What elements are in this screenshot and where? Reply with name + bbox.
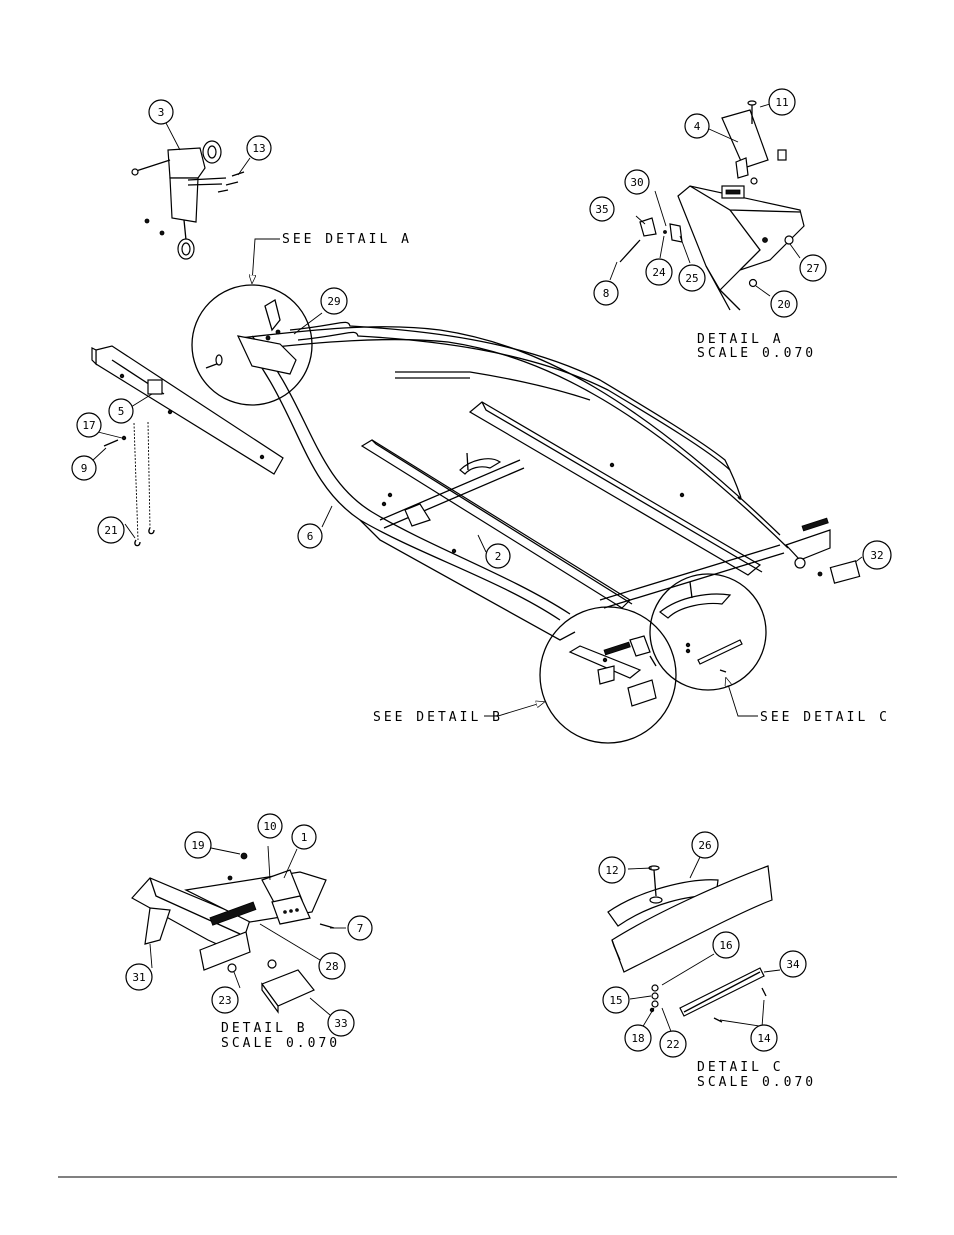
detail-a-view — [619, 100, 805, 311]
callout-27: 27 — [799, 254, 827, 282]
detail-b-circle — [539, 606, 677, 744]
callout-17: 17 — [76, 412, 102, 438]
svg-text:13: 13 — [252, 142, 265, 155]
callout-35: 35 — [589, 196, 615, 222]
callout-25: 25 — [678, 264, 706, 292]
svg-text:4: 4 — [694, 120, 701, 133]
callout-9: 9 — [71, 455, 97, 481]
callout-19: 19 — [184, 831, 212, 859]
svg-text:11: 11 — [775, 96, 788, 109]
callout-24: 24 — [645, 258, 673, 286]
svg-text:22: 22 — [666, 1038, 679, 1051]
callout-22: 22 — [659, 1030, 687, 1058]
svg-text:33: 33 — [334, 1017, 347, 1030]
callout-1: 1 — [291, 824, 317, 850]
svg-text:23: 23 — [218, 994, 231, 1007]
svg-text:16: 16 — [719, 939, 732, 952]
svg-text:14: 14 — [757, 1032, 771, 1045]
detail-c-scale: SCALE 0.070 — [697, 1075, 816, 1090]
callout-21: 21 — [97, 516, 125, 544]
callout-31: 31 — [125, 963, 153, 991]
callout-23: 23 — [211, 986, 239, 1014]
svg-text:24: 24 — [652, 266, 666, 279]
svg-text:17: 17 — [82, 419, 95, 432]
svg-text:26: 26 — [698, 839, 711, 852]
see-detail-b-pointer: SEE DETAIL B — [373, 702, 544, 725]
svg-text:34: 34 — [786, 958, 800, 971]
see-detail-a-label: SEE DETAIL A — [282, 232, 412, 247]
callout-3: 3 — [148, 99, 174, 125]
detail-c-circle — [649, 573, 767, 691]
callout-29: 29 — [320, 287, 348, 315]
callout-2: 2 — [485, 543, 511, 569]
detail-b-title: DETAIL B — [221, 1021, 308, 1036]
trailer-frame — [91, 321, 831, 641]
callout-4: 4 — [684, 113, 710, 139]
callout-26: 26 — [691, 831, 719, 859]
detail-a-title: DETAIL A — [697, 332, 784, 347]
see-detail-b-label: SEE DETAIL B — [373, 710, 503, 725]
callout-20: 20 — [770, 290, 798, 318]
see-detail-c-pointer: SEE DETAIL C — [726, 678, 890, 725]
see-detail-c-label: SEE DETAIL C — [760, 710, 890, 725]
detail-a-circle — [191, 284, 313, 406]
svg-text:27: 27 — [806, 262, 819, 275]
svg-text:21: 21 — [104, 524, 117, 537]
svg-text:29: 29 — [327, 295, 340, 308]
callout-32: 32 — [862, 540, 892, 570]
callout-14: 14 — [750, 1024, 778, 1052]
callout-10: 10 — [257, 813, 283, 839]
callout-5: 5 — [108, 398, 134, 424]
detail-c-title: DETAIL C — [697, 1060, 784, 1075]
winch-assembly — [131, 140, 245, 260]
callout-12: 12 — [598, 856, 626, 884]
callout-34: 34 — [779, 950, 807, 978]
svg-text:20: 20 — [777, 298, 790, 311]
callout-28: 28 — [318, 952, 346, 980]
callout-18: 18 — [624, 1024, 652, 1052]
svg-text:2: 2 — [495, 550, 502, 563]
svg-text:15: 15 — [609, 994, 622, 1007]
svg-text:6: 6 — [307, 530, 314, 543]
callout-7: 7 — [347, 915, 373, 941]
see-detail-a-pointer: SEE DETAIL A — [252, 232, 412, 283]
callout-6: 6 — [297, 523, 323, 549]
callout-33: 33 — [327, 1009, 355, 1037]
svg-text:7: 7 — [357, 922, 364, 935]
svg-text:12: 12 — [605, 864, 618, 877]
svg-text:9: 9 — [81, 462, 88, 475]
detail-b-scale: SCALE 0.070 — [221, 1036, 340, 1051]
callout-15: 15 — [602, 986, 630, 1014]
svg-text:25: 25 — [685, 272, 698, 285]
svg-text:35: 35 — [595, 203, 608, 216]
svg-text:1: 1 — [301, 831, 308, 844]
svg-text:28: 28 — [325, 960, 338, 973]
svg-text:10: 10 — [263, 820, 276, 833]
callout-11: 11 — [768, 88, 796, 116]
svg-text:30: 30 — [630, 176, 643, 189]
svg-text:5: 5 — [118, 405, 125, 418]
detail-b-view — [131, 852, 335, 1014]
callout-16: 16 — [712, 931, 740, 959]
svg-text:19: 19 — [191, 839, 204, 852]
svg-text:32: 32 — [870, 549, 883, 562]
detail-c-view — [607, 865, 773, 1023]
callout-30: 30 — [624, 169, 650, 195]
svg-text:31: 31 — [132, 971, 145, 984]
svg-text:18: 18 — [631, 1032, 644, 1045]
svg-text:8: 8 — [603, 287, 610, 300]
svg-text:3: 3 — [158, 106, 165, 119]
detail-a-scale: SCALE 0.070 — [697, 346, 816, 361]
callout-13: 13 — [246, 135, 272, 161]
callout-8: 8 — [593, 280, 619, 306]
